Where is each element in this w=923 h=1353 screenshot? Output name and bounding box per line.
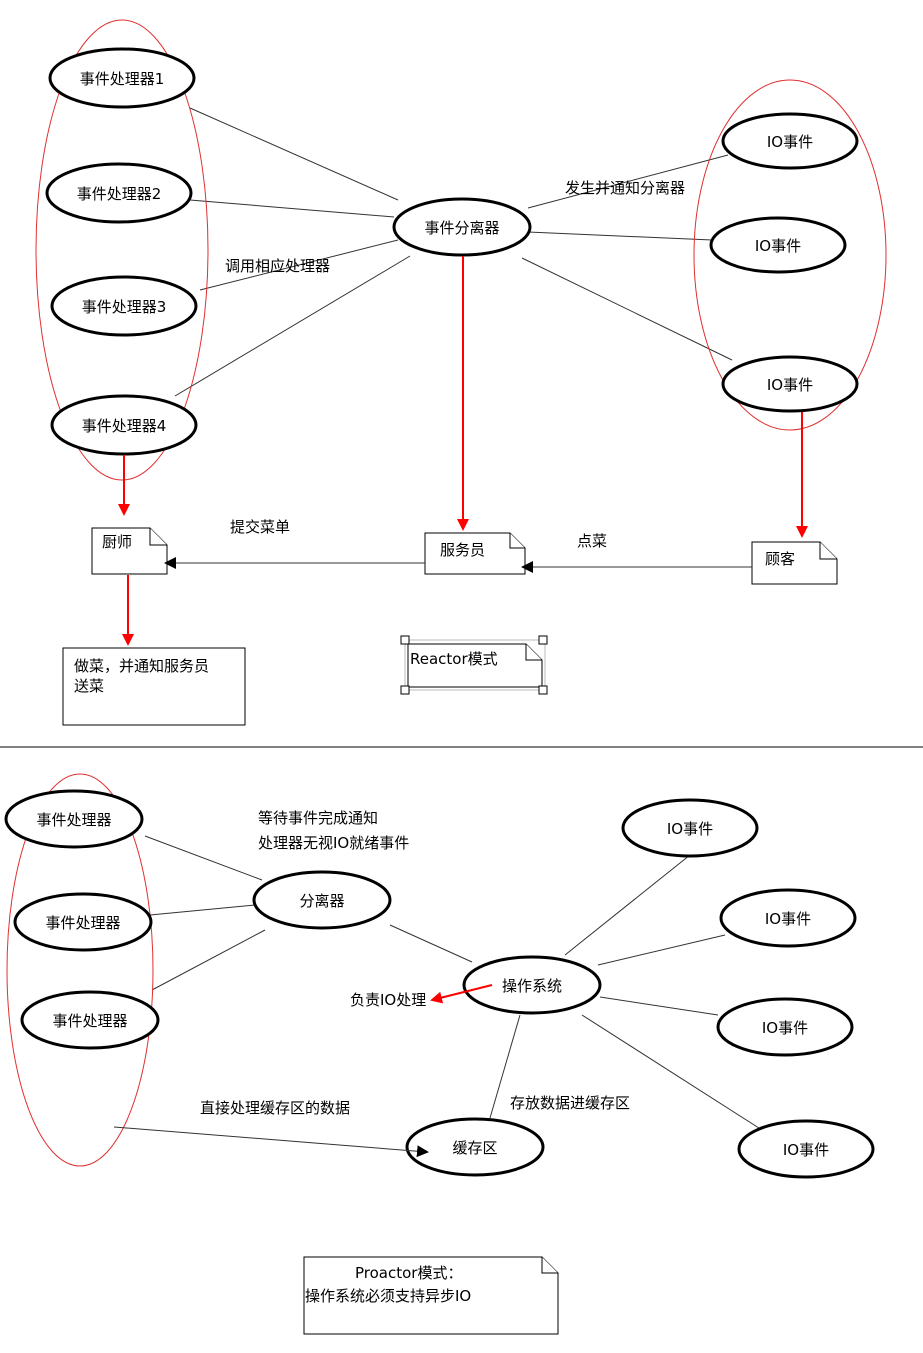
proactor-buffer: 缓存区 [405,1117,545,1177]
reactor-handler-4-label: 事件处理器4 [82,417,167,435]
note-proactor-mode-line2: 操作系统必须支持异步IO [305,1287,471,1305]
reactor-handler-4: 事件处理器4 [50,394,198,456]
reactor-io-event-3: IO事件 [721,355,859,413]
edge-p-os-io4 [581,1014,763,1131]
edge-label-notify: 发生并通知分离器 [565,179,685,197]
proactor-io-event-4-label: IO事件 [783,1141,829,1159]
proactor-demux-label: 分离器 [299,892,344,910]
proactor-io-event-1: IO事件 [621,798,759,858]
reactor-demux-label: 事件分离器 [424,219,499,237]
proactor-handler-3-label: 事件处理器 [52,1012,127,1030]
edge-handler4-demux [174,255,411,397]
proactor-handler-1: 事件处理器 [4,789,144,849]
edge-p-demux-os [389,924,473,963]
note-waiter: 服务员 [424,532,526,575]
edge-label-call: 调用相应处理器 [225,257,330,275]
note-customer: 顾客 [751,541,838,585]
label-io-handle: 负责IO处理 [350,991,426,1009]
p-handlers-group-outline [6,773,154,1167]
reactor-demux: 事件分离器 [392,197,532,257]
edge-handler3-demux [199,239,399,291]
handlers-group-outline [35,19,209,481]
proactor-buffer-label: 缓存区 [452,1139,497,1157]
proactor-handler-1-label: 事件处理器 [36,811,111,829]
edge-handler1-demux [189,107,399,201]
reactor-handler-2-label: 事件处理器2 [77,185,162,203]
arrow-handler-buffer [113,1126,429,1158]
reactor-io-event-3-label: IO事件 [767,376,813,394]
proactor-io-event-2-label: IO事件 [765,910,811,928]
edge-p-handler3-demux [151,929,266,991]
edge-demux-io3 [521,257,733,361]
io-events-group-outline [693,79,887,431]
edge-handler2-demux [189,199,395,218]
proactor-io-event-1-label: IO事件 [667,820,713,838]
reactor-io-event-2: IO事件 [709,216,847,274]
edge-p-handler2-demux [149,904,256,916]
edge-demux-io2 [527,231,713,241]
label-store: 存放数据进缓存区 [510,1094,630,1112]
label-wait-line1: 等待事件完成通知 [258,809,378,827]
note-chef-label: 厨师 [102,533,132,551]
proactor-handler-2-label: 事件处理器 [45,914,120,932]
proactor-os-label: 操作系统 [502,977,562,995]
reactor-io-event-1: IO事件 [721,112,859,170]
box-cook-line1: 做菜，并通知服务员 [74,657,209,675]
note-waiter-label: 服务员 [440,541,485,559]
note-chef: 厨师 [91,527,168,575]
reactor-io-event-2-label: IO事件 [755,237,801,255]
note-customer-label: 顾客 [765,550,795,568]
box-cook: 做菜，并通知服务员 送菜 [62,647,246,726]
box-cook-line2: 送菜 [74,677,104,695]
proactor-demux: 分离器 [252,870,392,930]
label-wait-line2: 处理器无视IO就绪事件 [258,834,409,852]
reactor-handler-3-label: 事件处理器3 [82,298,167,316]
proactor-io-event-3-label: IO事件 [762,1019,808,1037]
proactor-os: 操作系统 [462,955,602,1015]
edge-p-os-io2 [597,934,726,966]
edge-p-handler1-demux [144,835,263,881]
reactor-io-event-1-label: IO事件 [767,133,813,151]
edge-p-os-buffer [489,1014,521,1119]
label-order: 点菜 [577,532,607,550]
note-reactor-mode-label: Reactor模式 [410,650,498,668]
proactor-io-event-3: IO事件 [716,997,854,1057]
proactor-io-event-2: IO事件 [719,888,857,948]
edge-p-os-io1 [564,854,691,956]
reactor-handler-2: 事件处理器2 [45,162,193,224]
reactor-handler-1: 事件处理器1 [48,47,196,109]
reactor-handler-3: 事件处理器3 [50,275,198,337]
proactor-io-event-4: IO事件 [737,1119,875,1179]
label-direct: 直接处理缓存区的数据 [200,1099,350,1117]
reactor-handler-1-label: 事件处理器1 [80,70,165,88]
label-submit-menu: 提交菜单 [230,518,290,536]
arrow-os-io-handle [430,984,493,1004]
proactor-handler-3: 事件处理器 [20,990,160,1050]
note-proactor-mode-line1: Proactor模式： [355,1264,462,1282]
proactor-handler-2: 事件处理器 [13,892,153,952]
edge-demux-io1 [527,154,729,209]
edge-p-os-io3 [599,996,719,1016]
note-reactor-mode: Reactor模式 [400,635,548,695]
note-proactor-mode: Proactor模式： 操作系统必须支持异步IO [303,1256,559,1335]
